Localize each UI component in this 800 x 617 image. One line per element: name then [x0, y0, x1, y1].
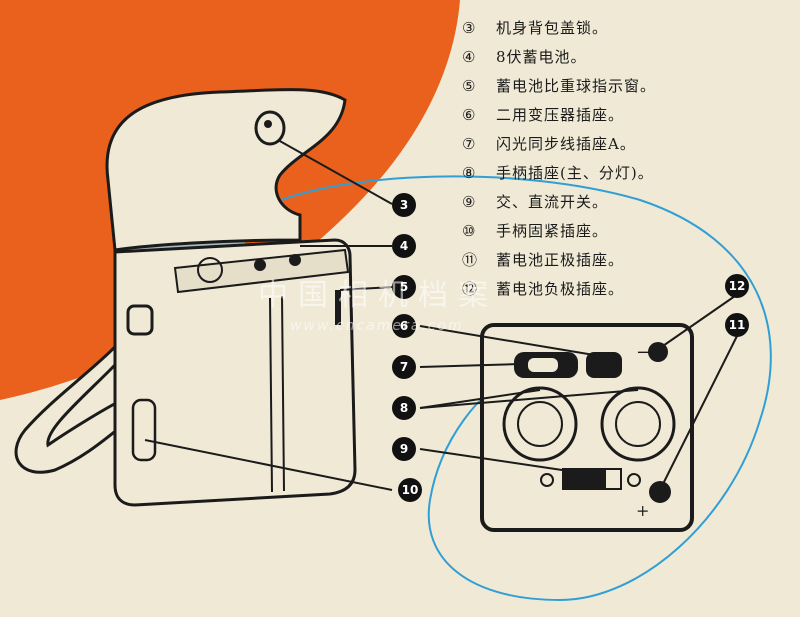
callout-disc	[725, 313, 749, 337]
legend-text: 交、直流开关。	[496, 193, 609, 211]
parts-legend: ③ 机身背包盖锁。 ④ 8伏蓄电池。 ⑤ 蓄电池比重球指示窗。 ⑥ 二用变压器插座。 ⑦…	[462, 14, 656, 304]
legend-item: ⑤ 蓄电池比重球指示窗。	[462, 72, 656, 101]
callout-4: 4	[392, 234, 416, 258]
bag-body	[113, 238, 357, 507]
positive-terminal	[649, 481, 671, 503]
body-seam	[269, 297, 273, 493]
top-panel-knob	[254, 259, 266, 271]
callout-number: 9	[400, 442, 408, 456]
handle-socket-sub	[600, 386, 676, 462]
callout-number: 4	[400, 239, 408, 253]
ac-dc-switch-lever	[606, 470, 620, 488]
legend-text: 机身背包盖锁。	[496, 19, 609, 37]
body-seam	[281, 295, 285, 492]
callout-9: 9	[392, 437, 416, 461]
legend-item: ⑫ 蓄电池负极插座。	[462, 275, 656, 304]
minus-symbol: −	[636, 342, 651, 363]
legend-item: ③ 机身背包盖锁。	[462, 14, 656, 43]
legend-number: ⑧	[462, 164, 477, 182]
callout-number: 7	[400, 360, 408, 374]
legend-text: 二用变压器插座。	[496, 106, 625, 124]
callout-disc	[392, 275, 416, 299]
legend-number: ⑨	[462, 193, 477, 211]
bag-flap	[105, 88, 347, 252]
legend-item: ⑨ 交、直流开关。	[462, 188, 656, 217]
legend-item: ⑦ 闪光同步线插座A。	[462, 130, 656, 159]
legend-item: ⑪ 蓄电池正极插座。	[462, 246, 656, 275]
callout-number: 8	[400, 401, 408, 415]
flap-lock	[254, 110, 286, 146]
callout-12: 12	[725, 274, 749, 298]
callout-disc	[392, 234, 416, 258]
legend-text: 手柄固紧插座。	[496, 222, 609, 240]
legend-number: ⑫	[462, 280, 479, 298]
callout-disc	[392, 355, 416, 379]
top-panel-gauge	[197, 257, 223, 283]
indicator-window	[335, 290, 341, 325]
callout-number: 12	[729, 279, 746, 293]
flash-sync-socket-inner	[528, 358, 558, 372]
callout-number: 6	[400, 319, 408, 333]
legend-number: ⑩	[462, 222, 477, 240]
callout-disc	[392, 437, 416, 461]
legend-text: 蓄电池负极插座。	[496, 280, 625, 298]
dc-symbol	[540, 473, 554, 487]
legend-number: ④	[462, 48, 477, 66]
transformer-socket	[586, 352, 622, 378]
legend-item: ④ 8伏蓄电池。	[462, 43, 656, 72]
blue-guide-ellipse	[261, 175, 772, 602]
callout-6: 6	[392, 314, 416, 338]
handle-socket	[131, 398, 157, 462]
callout-disc	[398, 478, 422, 502]
legend-item: ⑥ 二用变压器插座。	[462, 101, 656, 130]
callout-number: 3	[400, 198, 408, 212]
legend-number: ⑦	[462, 135, 477, 153]
callout-8: 8	[392, 396, 416, 420]
ac-symbol	[627, 473, 641, 487]
watermark-url: www.cncamera.com	[290, 318, 464, 334]
callout-7: 7	[392, 355, 416, 379]
legend-text: 蓄电池正极插座。	[496, 251, 625, 269]
callout-5: 5	[392, 275, 416, 299]
callout-11: 11	[725, 313, 749, 337]
callout-number: 5	[400, 280, 408, 294]
callout-disc	[392, 314, 416, 338]
legend-number: ⑪	[462, 251, 479, 269]
leader-lines	[144, 139, 738, 491]
callout-10: 10	[398, 478, 422, 502]
watermark-chinese: 中国相机档案	[258, 278, 498, 313]
strap-buckle	[126, 304, 154, 336]
plus-symbol: +	[636, 501, 649, 520]
legend-text: 闪光同步线插座A。	[496, 135, 636, 153]
legend-text: 8伏蓄电池。	[496, 48, 587, 66]
flap-lock-screw	[264, 120, 272, 128]
legend-item: ⑧ 手柄插座(主、分灯)。	[462, 159, 656, 188]
callout-number: 11	[729, 318, 746, 332]
legend-number: ⑤	[462, 77, 477, 95]
callout-disc	[392, 396, 416, 420]
handle-socket-main	[502, 386, 578, 462]
top-panel-knob	[289, 254, 301, 266]
callout-disc	[725, 274, 749, 298]
callout-3: 3	[392, 193, 416, 217]
callout-disc	[392, 193, 416, 217]
handle-socket-sub-ring	[615, 401, 661, 447]
bag-top-panel	[173, 248, 350, 294]
legend-text: 手柄插座(主、分灯)。	[496, 164, 654, 182]
callout-number: 10	[402, 483, 419, 497]
legend-item: ⑩ 手柄固紧插座。	[462, 217, 656, 246]
legend-number: ⑥	[462, 106, 477, 124]
legend-text: 蓄电池比重球指示窗。	[496, 77, 657, 95]
handle-socket-main-ring	[517, 401, 563, 447]
legend-number: ③	[462, 19, 477, 37]
